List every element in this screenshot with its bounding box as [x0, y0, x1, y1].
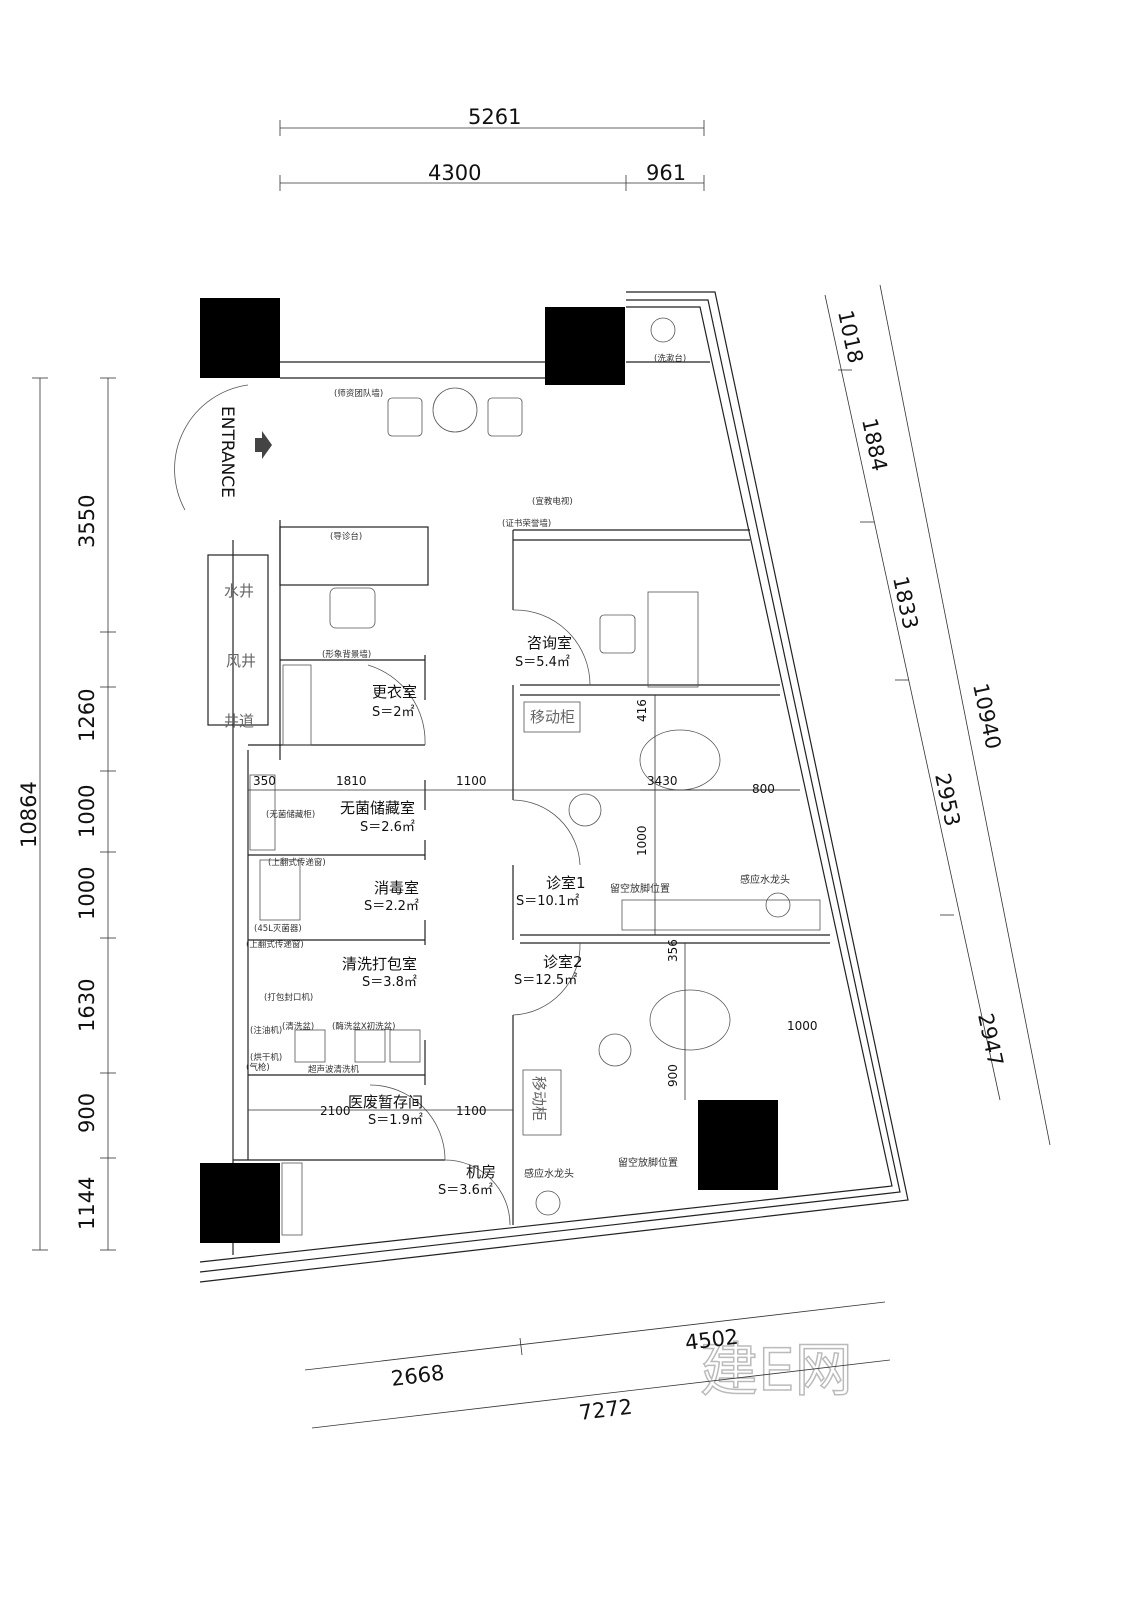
room-sterile-name: 无菌储藏室	[340, 799, 415, 817]
room-waste-name: 医废暂存间	[348, 1093, 423, 1111]
label-faucet: 感应水龙头	[740, 873, 790, 886]
label-enzyme-basin: (酶洗盆X初洗盆)	[332, 1021, 395, 1032]
dim-right	[824, 284, 1051, 1146]
entrance-label: ENTRANCE	[217, 406, 237, 498]
shaft-water: 水井	[224, 582, 254, 600]
room-changing-area: S＝2㎡	[372, 705, 415, 720]
label-sealer: (打包封口机)	[264, 992, 313, 1003]
room-wash-name: 清洗打包室	[342, 955, 417, 973]
dim-inner: 800	[752, 782, 775, 796]
dim-inner: 350	[253, 774, 276, 788]
dim-top-b: 961	[646, 161, 686, 185]
dim-left-seg: 1144	[75, 1177, 99, 1230]
label-image-wall: (形象背景墙)	[322, 649, 371, 660]
walls	[199, 291, 909, 1283]
dim-right-total: 10940	[968, 681, 1005, 751]
dim-inner: 1100	[456, 1104, 487, 1118]
label-pass-window: (上翻式传递窗)	[268, 857, 326, 868]
room-machine-name: 机房	[466, 1163, 496, 1181]
dim-left-seg: 1260	[75, 689, 99, 742]
dim-left-seg: 3550	[75, 495, 99, 548]
room-disinfect-name: 消毒室	[374, 879, 419, 897]
door-swings	[174, 384, 591, 1226]
room-machine-area: S＝3.6㎡	[438, 1183, 493, 1198]
dim-inner: 3430	[647, 774, 678, 788]
room-waste-area: S＝1.9㎡	[368, 1113, 423, 1128]
room-wash-area: S＝3.8㎡	[362, 975, 417, 990]
dim-top-a: 4300	[428, 161, 481, 185]
dim-left-total: 10864	[17, 781, 41, 848]
dim-left	[32, 377, 116, 1251]
room-consult-name: 咨询室	[527, 634, 572, 652]
dim-right-seg: 1833	[888, 574, 923, 631]
dim-left-seg: 1630	[75, 979, 99, 1032]
dim-left-seg: 1000	[75, 785, 99, 838]
room-sterile-area: S＝2.6㎡	[360, 820, 415, 835]
dim-top-total: 5261	[468, 105, 521, 129]
column	[200, 1163, 280, 1243]
dim-inner: 2100	[320, 1104, 351, 1118]
column	[698, 1100, 778, 1190]
dim-inner: 416	[635, 699, 649, 722]
label-sterile-cabinet: (无菌储藏柜)	[266, 809, 315, 820]
room-clinic1-area: S＝10.1㎡	[516, 894, 579, 909]
room-clinic2-name: 诊室2	[543, 953, 583, 971]
label-sterilizer: (45L灭菌器)	[254, 923, 302, 934]
dim-bottom	[304, 1301, 891, 1429]
dim-inner: 900	[666, 1064, 680, 1087]
dim-right-seg: 2953	[930, 771, 965, 828]
dim-bottom-a: 2668	[390, 1361, 446, 1391]
label-wash-basin: (清洗盆)	[282, 1021, 314, 1032]
dim-inner: 1100	[456, 774, 487, 788]
mobile-cabinet	[522, 1069, 562, 1136]
dim-left-seg: 900	[75, 1093, 99, 1133]
dim-bottom-total: 7272	[578, 1395, 634, 1425]
dim-inner: 1000	[635, 825, 649, 856]
label-oiler: (注油机)	[250, 1025, 282, 1036]
room-clinic2-area: S＝12.5㎡	[514, 973, 577, 988]
dim-left-seg: 1000	[75, 867, 99, 920]
label-foot-space: 留空放脚位置	[610, 882, 670, 895]
label-honor-wall: (证书荣誉墙)	[502, 518, 551, 529]
dim-right-seg: 2947	[973, 1011, 1008, 1068]
dim-top	[279, 120, 705, 191]
room-clinic1-name: 诊室1	[546, 874, 586, 892]
dim-inner: 356	[666, 939, 680, 962]
label-ultrasonic: 超声波清洗机	[308, 1064, 360, 1075]
label-reception: (导诊台)	[330, 531, 362, 542]
shaft-duct: 井道	[224, 712, 254, 730]
room-disinfect-area: S＝2.2㎡	[364, 899, 419, 914]
furniture	[249, 317, 821, 1236]
mobile-cabinet-label: 移动柜	[530, 1076, 548, 1121]
dim-inner: 1810	[336, 774, 367, 788]
room-changing-name: 更衣室	[372, 683, 417, 701]
room-consult-area: S＝5.4㎡	[515, 655, 570, 670]
label-pass-window: (上翻式传递窗)	[246, 939, 304, 950]
column	[545, 307, 625, 385]
mobile-cabinet	[523, 701, 581, 733]
watermark-logo: 建E网	[700, 1336, 853, 1404]
label-dryer: (烘干机)	[250, 1052, 282, 1063]
mobile-cabinet-label: 移动柜	[530, 708, 575, 726]
column	[200, 298, 280, 378]
label-team-wall: (师资团队墙)	[334, 388, 383, 399]
entrance-arrow-icon	[255, 431, 272, 459]
label-faucet: 感应水龙头	[524, 1167, 574, 1180]
label-tv: (宣教电视)	[532, 496, 573, 507]
label-washbasin: (洗漱台)	[654, 353, 686, 364]
dim-inner: 1000	[787, 1019, 818, 1033]
label-foot-space: 留空放脚位置	[618, 1156, 678, 1169]
shaft-air: 风井	[226, 652, 256, 670]
label-air-gun: (气枪)	[246, 1062, 270, 1073]
